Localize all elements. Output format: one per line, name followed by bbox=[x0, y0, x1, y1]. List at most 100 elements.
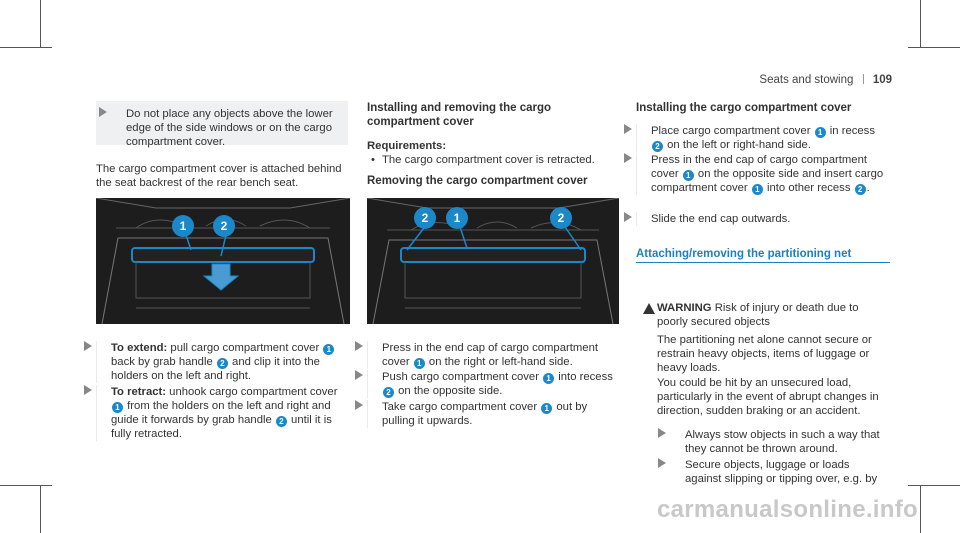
warning-step-2: Secure objects, luggage or loads against… bbox=[658, 458, 885, 486]
marker-1: 1 bbox=[814, 127, 826, 138]
marker-1: 1 bbox=[413, 358, 425, 369]
requirement-item: • The cargo compartment cover is retracte… bbox=[367, 153, 617, 167]
callout-2: 2 bbox=[558, 211, 565, 225]
play-arrow-icon bbox=[355, 341, 363, 351]
step-text: out by pulling it upwards. bbox=[382, 401, 588, 427]
section-title: Installing the cargo compartment cover bbox=[636, 102, 852, 114]
requirement-text: The cargo compartment cover is retracted… bbox=[381, 154, 595, 166]
note-box: Do not place any objects above the lower… bbox=[96, 101, 348, 148]
play-arrow-icon bbox=[624, 124, 632, 134]
marker-2: 2 bbox=[275, 416, 287, 427]
warning-step-1: Always stow objects in such a way that t… bbox=[658, 428, 885, 456]
marker-2: 2 bbox=[652, 141, 663, 152]
crop-mark bbox=[0, 47, 52, 48]
step-text: from the holders on the left and right a… bbox=[111, 400, 331, 426]
section-title: Installing and removing the cargo compar… bbox=[367, 102, 552, 128]
step-install-1: Place cargo compartment cover 1 in reces… bbox=[624, 124, 891, 152]
step-install-3: Slide the end cap outwards. bbox=[624, 212, 891, 226]
crop-mark bbox=[908, 485, 960, 486]
step-text: and clip it into the holders on the left… bbox=[111, 356, 320, 382]
step-install-2: Press in the end cap of cargo compartmen… bbox=[624, 153, 891, 195]
marker-1: 1 bbox=[682, 170, 694, 181]
play-arrow-icon bbox=[84, 341, 92, 351]
marker-1: 1 bbox=[112, 402, 123, 413]
step-remove-3: Take cargo compartment cover 1 out by pu… bbox=[355, 400, 622, 428]
figure-cargo-cover-extend: 1 2 bbox=[96, 198, 350, 324]
callout-1: 1 bbox=[180, 219, 187, 233]
intro-paragraph: The cargo compartment cover is attached … bbox=[96, 163, 342, 189]
warning-text: Risk of injury or death due to poorly se… bbox=[657, 302, 859, 328]
warning-paragraph-1: The partitioning net alone cannot secure… bbox=[657, 334, 872, 374]
crop-mark bbox=[40, 485, 41, 533]
step-text: on the opposite side and insert cargo co… bbox=[651, 168, 884, 194]
marker-1: 1 bbox=[323, 344, 335, 355]
step-text: in recess bbox=[829, 125, 875, 137]
note-item: Do not place any objects above the lower… bbox=[99, 107, 346, 149]
callout-2: 2 bbox=[221, 219, 228, 233]
step-retract: To retract: unhook cargo compartment cov… bbox=[84, 385, 351, 441]
step-text: unhook cargo compartment cover bbox=[169, 386, 338, 398]
step-text: until it is fully retracted. bbox=[111, 414, 332, 440]
marker-2: 2 bbox=[383, 387, 394, 398]
crop-mark bbox=[920, 485, 921, 533]
step-text: Push cargo compartment cover bbox=[382, 371, 539, 383]
warning-header: WARNING Risk of injury or death due to p… bbox=[657, 301, 887, 329]
crop-mark bbox=[920, 0, 921, 48]
step-remove-2: Push cargo compartment cover 1 into rece… bbox=[355, 370, 622, 398]
step-extend: To extend: pull cargo compartment cover … bbox=[84, 341, 351, 383]
step-text: Take cargo compartment cover bbox=[382, 401, 538, 413]
step-label: To retract: bbox=[111, 386, 167, 398]
warning-triangle-icon bbox=[643, 303, 655, 314]
callout-1: 1 bbox=[454, 211, 461, 225]
callout-2: 2 bbox=[422, 211, 429, 225]
play-arrow-icon bbox=[355, 370, 363, 380]
play-arrow-icon bbox=[624, 153, 632, 163]
step-text: Always stow objects in such a way that t… bbox=[685, 429, 880, 455]
marker-1: 1 bbox=[751, 184, 763, 195]
step-text: into other recess bbox=[766, 182, 851, 194]
step-text: pull cargo compartment cover bbox=[170, 342, 320, 354]
crop-mark bbox=[0, 485, 52, 486]
figure-cargo-cover-remove: 2 1 2 bbox=[367, 198, 619, 324]
step-text: Place cargo compartment cover bbox=[651, 125, 811, 137]
play-arrow-icon bbox=[99, 107, 107, 117]
step-text: Press in the end cap of cargo compartmen… bbox=[382, 342, 599, 368]
play-arrow-icon bbox=[84, 385, 92, 395]
marker-1: 1 bbox=[543, 373, 555, 384]
requirements-label: Requirements: bbox=[367, 140, 447, 152]
section-name: Seats and stowing bbox=[759, 74, 854, 86]
play-arrow-icon bbox=[355, 400, 363, 410]
step-label: To extend: bbox=[111, 342, 168, 354]
page-header: Seats and stowing 109 bbox=[759, 73, 892, 87]
marker-1: 1 bbox=[541, 403, 553, 414]
step-text: on the left or right-hand side. bbox=[667, 139, 811, 151]
marker-2: 2 bbox=[854, 184, 866, 195]
step-text: Secure objects, luggage or loads against… bbox=[685, 459, 878, 485]
step-text: back by grab handle bbox=[111, 356, 213, 368]
crop-mark bbox=[908, 47, 960, 48]
warning-paragraph-2: You could be hit by an unsecured load, p… bbox=[657, 377, 879, 417]
warning-label: WARNING bbox=[657, 302, 712, 314]
marker-2: 2 bbox=[216, 358, 228, 369]
step-text: Slide the end cap outwards. bbox=[651, 213, 791, 225]
step-text: Press in the end cap of cargo compartmen… bbox=[651, 154, 868, 180]
watermark: carmanualsonline.info bbox=[656, 496, 918, 523]
play-arrow-icon bbox=[624, 212, 632, 222]
step-text: into recess bbox=[558, 371, 613, 383]
subsection-title: Removing the cargo compartment cover bbox=[367, 175, 588, 187]
cargo-illustration: 2 1 2 bbox=[367, 198, 619, 324]
section-title-partitioning-net: Attaching/removing the partitioning net bbox=[636, 248, 852, 260]
step-remove-1: Press in the end cap of cargo compartmen… bbox=[355, 341, 622, 369]
step-text: on the right or left-hand side. bbox=[428, 356, 573, 368]
cargo-illustration: 1 2 bbox=[96, 198, 350, 324]
step-text: . bbox=[866, 182, 870, 194]
page-number: 109 bbox=[872, 74, 892, 86]
step-text: on the opposite side. bbox=[398, 385, 503, 397]
header-divider bbox=[862, 74, 864, 84]
play-arrow-icon bbox=[658, 428, 666, 438]
bullet-icon: • bbox=[371, 154, 375, 166]
play-arrow-icon bbox=[658, 458, 666, 468]
crop-mark bbox=[40, 0, 41, 48]
note-text: Do not place any objects above the lower… bbox=[126, 108, 333, 148]
title-underline bbox=[636, 262, 890, 263]
